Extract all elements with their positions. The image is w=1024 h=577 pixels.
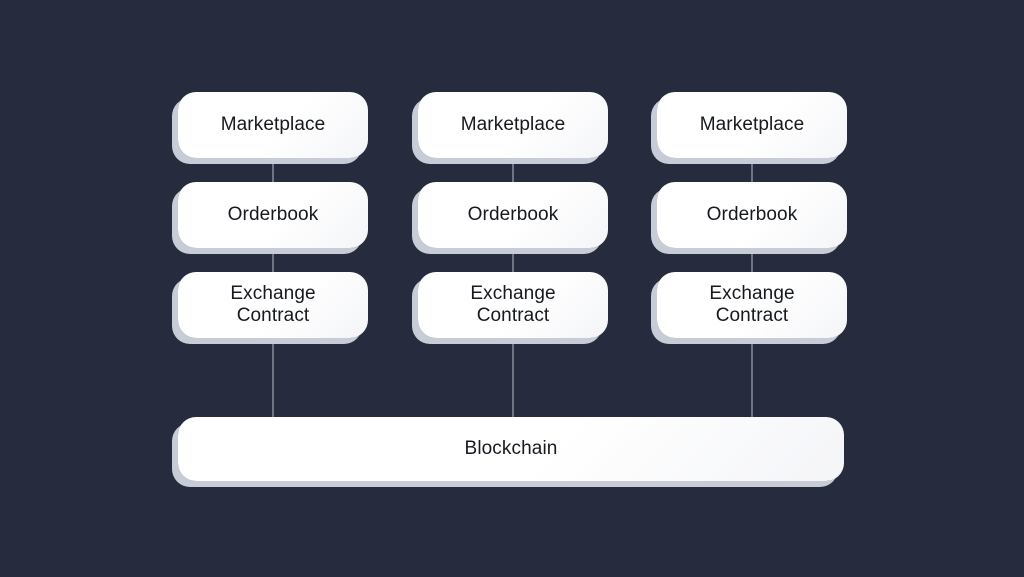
node-exchange-contract: Exchange Contract [418,272,608,338]
connector-line-column-2 [512,124,514,417]
node-blockchain: Blockchain [178,417,844,481]
node-marketplace: Marketplace [418,92,608,158]
node-label: Exchange Contract [709,282,795,326]
connector-line-column-1 [272,124,274,417]
node-label: Blockchain [464,438,558,459]
node-label: Marketplace [460,113,566,135]
node-exchange-contract: Exchange Contract [657,272,847,338]
node-marketplace: Marketplace [657,92,847,158]
connector-line-column-3 [751,124,753,417]
node-orderbook: Orderbook [178,182,368,248]
node-label: Exchange Contract [230,282,316,326]
node-marketplace: Marketplace [178,92,368,158]
stack-column-3: Marketplace Orderbook Exchange Contract [657,92,847,338]
node-label: Orderbook [467,203,559,225]
stack-column-2: Marketplace Orderbook Exchange Contract [418,92,608,338]
node-label: Exchange Contract [470,282,556,326]
node-label: Marketplace [699,113,805,135]
node-label: Marketplace [220,113,326,135]
stack-column-1: Marketplace Orderbook Exchange Contract [178,92,368,338]
node-label: Orderbook [706,203,798,225]
node-exchange-contract: Exchange Contract [178,272,368,338]
node-orderbook: Orderbook [657,182,847,248]
node-orderbook: Orderbook [418,182,608,248]
node-label: Orderbook [227,203,319,225]
